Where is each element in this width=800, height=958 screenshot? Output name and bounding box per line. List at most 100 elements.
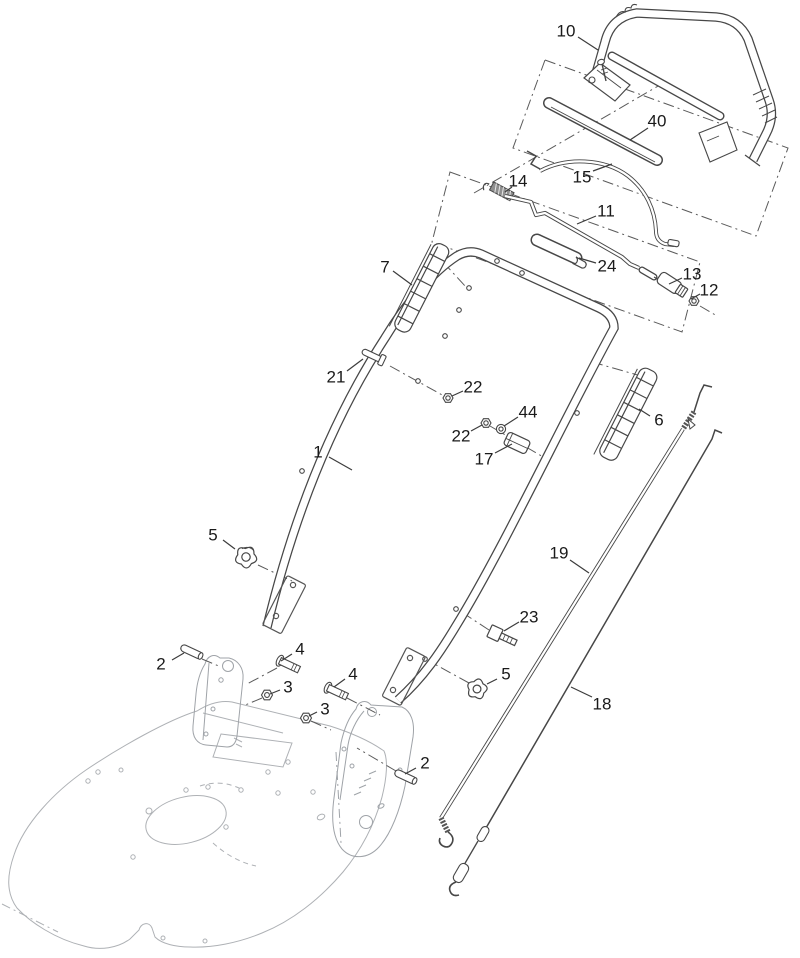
bolt-4a xyxy=(275,654,302,674)
nut-3b xyxy=(299,712,313,724)
right-bracket-hole xyxy=(359,815,373,829)
leader-line-44 xyxy=(503,416,519,427)
leader-line-12 xyxy=(690,293,701,300)
part-label-24: 24 xyxy=(598,257,617,276)
clip-24 xyxy=(572,256,587,269)
deck-phantom-axis xyxy=(1,903,59,933)
axis-upper-assembly xyxy=(473,81,666,194)
leader-line-11 xyxy=(576,215,597,225)
deck-rear-mark xyxy=(233,737,243,748)
pin-2a xyxy=(180,644,204,660)
part-label-10: 10 xyxy=(557,22,576,41)
handle-holes xyxy=(299,258,580,662)
part-label-23: 23 xyxy=(520,608,539,627)
right-bracket-axis xyxy=(335,751,342,844)
nut-22a xyxy=(442,393,454,403)
part-label-3a: 3 xyxy=(283,678,292,697)
upper-handle-mount-plate xyxy=(698,121,738,163)
bail-rod-11 xyxy=(504,193,660,281)
leader-line-22b xyxy=(470,424,483,432)
right-bracket-hook xyxy=(367,707,377,717)
part-label-22b: 22 xyxy=(452,427,471,446)
knob-5a xyxy=(235,546,258,569)
left-bracket-inner xyxy=(202,662,210,741)
throttle-wire-18 xyxy=(448,428,723,897)
leader-line-4b xyxy=(333,678,346,688)
leader-line-15 xyxy=(592,163,613,172)
part-label-2b: 2 xyxy=(420,754,429,773)
leader-line-2a xyxy=(171,652,185,661)
conduit-fitting-13 xyxy=(656,271,689,298)
leader-line-1 xyxy=(328,456,353,471)
cable-15 xyxy=(526,150,680,248)
part-label-14: 14 xyxy=(509,172,528,191)
part-label-17: 17 xyxy=(475,450,494,469)
part-label-5b: 5 xyxy=(501,665,510,684)
left-bracket-hook xyxy=(222,660,234,672)
leader-line-10 xyxy=(577,36,599,51)
part-label-18: 18 xyxy=(593,695,612,714)
phantom-box-upper xyxy=(512,59,789,237)
deck-rear-line xyxy=(202,712,284,734)
washer-44 xyxy=(495,423,507,435)
part-label-4b: 4 xyxy=(348,665,357,684)
part-label-7: 7 xyxy=(380,258,389,277)
part-label-11: 11 xyxy=(597,202,615,221)
right-leg-plate xyxy=(382,647,426,706)
leader-line-13 xyxy=(668,277,683,285)
brake-cable-19 xyxy=(438,384,713,848)
part-label-5a: 5 xyxy=(208,526,217,545)
leader-line-3b xyxy=(308,711,318,717)
part-label-4a: 4 xyxy=(295,640,304,659)
part-label-1: 1 xyxy=(313,443,322,462)
leader-line-21 xyxy=(346,358,364,372)
part-label-6: 6 xyxy=(654,411,663,430)
right-bracket xyxy=(332,701,414,858)
leader-line-19 xyxy=(569,559,590,574)
grip-pad-6 xyxy=(593,367,658,461)
pin-2b xyxy=(394,769,418,785)
leader-line-5b xyxy=(486,678,498,685)
bracket-screw xyxy=(597,58,605,66)
nut-3a xyxy=(260,689,274,701)
leader-line-14 xyxy=(504,186,513,193)
upper-handle-bracket xyxy=(583,62,631,102)
part-label-22a: 22 xyxy=(464,378,483,397)
leader-line-2b xyxy=(404,767,417,775)
leader-line-17 xyxy=(494,443,513,454)
knob-5b xyxy=(467,678,488,700)
part-label-12: 12 xyxy=(700,281,719,300)
leader-line-22a xyxy=(451,390,464,397)
upper-handle-grip-ridges xyxy=(752,88,778,124)
nut-22b xyxy=(480,418,492,428)
leader-line-5a xyxy=(222,539,236,550)
deck-hole xyxy=(145,807,153,815)
nut-12 xyxy=(688,296,700,306)
phantom-box-lower xyxy=(431,171,701,333)
right-bracket-inner xyxy=(339,710,365,801)
leader-line-4a xyxy=(280,653,293,662)
bolt-23 xyxy=(486,624,518,647)
left-leg-plate xyxy=(262,575,306,634)
part-label-21: 21 xyxy=(327,368,346,387)
part-label-13: 13 xyxy=(683,265,702,284)
deck-outline xyxy=(8,701,387,949)
cable-15-end-fitting xyxy=(526,150,541,170)
leader-line-40 xyxy=(629,127,649,141)
deck-oval-hole xyxy=(316,813,326,821)
deck-holes xyxy=(85,759,316,944)
part-label-44: 44 xyxy=(519,403,538,422)
cable-tie-21 xyxy=(361,348,387,367)
part-label-2a: 2 xyxy=(156,655,165,674)
deck-arc-detail xyxy=(199,782,242,790)
part-label-19: 19 xyxy=(550,544,569,563)
part-label-15: 15 xyxy=(573,168,592,187)
deck-arc-detail xyxy=(212,842,257,867)
leader-line-6 xyxy=(638,408,651,417)
lower-handle xyxy=(262,233,619,706)
deck-brackets xyxy=(192,655,414,858)
leader-line-23 xyxy=(503,621,520,632)
